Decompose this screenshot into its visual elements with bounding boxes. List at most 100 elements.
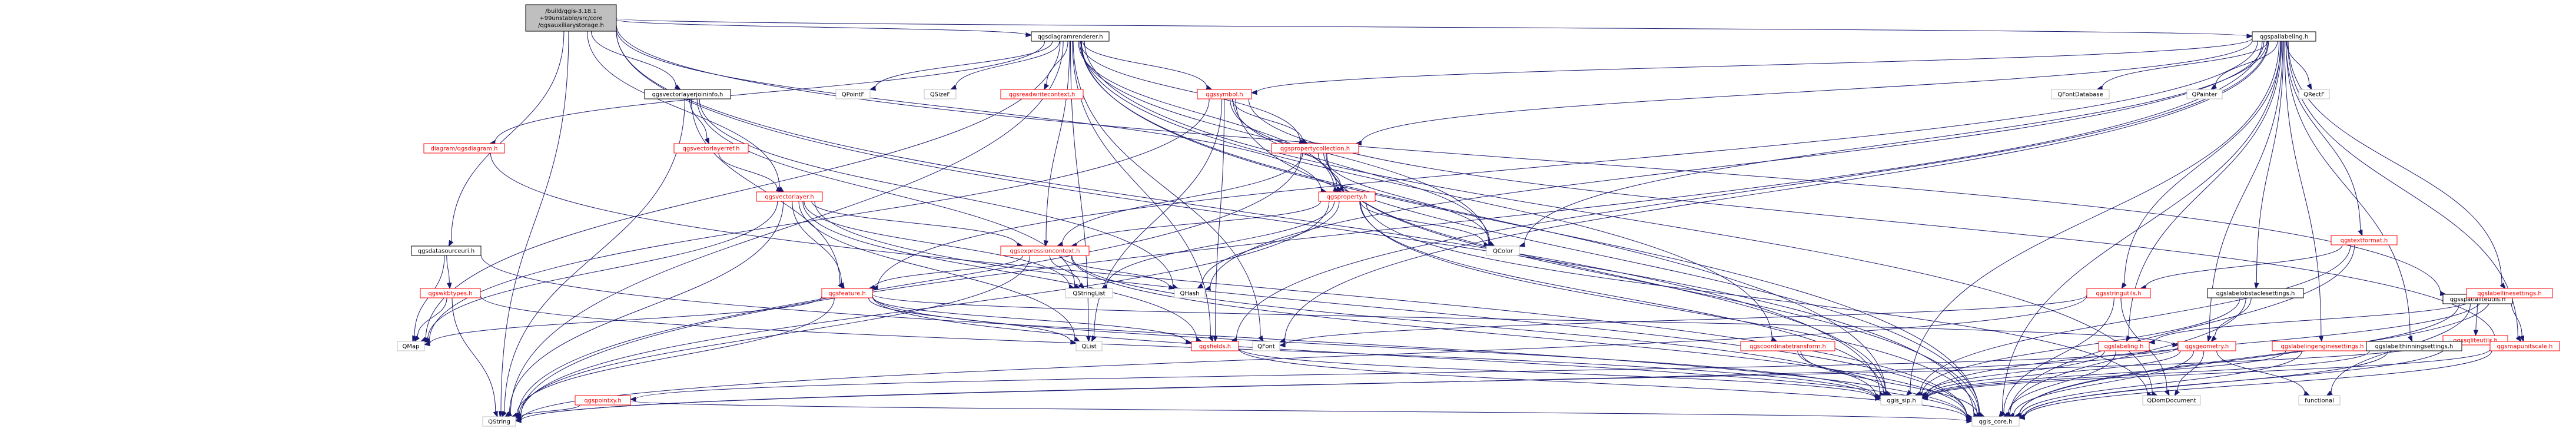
- node-labelthinningsettings[interactable]: qgslabelthinningsettings.h: [2366, 341, 2462, 351]
- edge-vectorlayer-to-qstring: [504, 201, 784, 417]
- edge-root-to-qgis_sip: [616, 31, 1886, 397]
- edge-line: [509, 201, 784, 414]
- edge-line: [2256, 41, 2284, 284]
- node-label: qgstextformat.h: [2341, 238, 2388, 244]
- edge-arrowhead: [1078, 283, 1085, 289]
- edge-arrowhead: [1195, 337, 1203, 342]
- edge-diagramrenderer-to-readwritecontext: [1044, 41, 1068, 91]
- edge-property-to-qcolor: [1360, 201, 1491, 247]
- edge-line: [1046, 41, 1068, 85]
- node-property[interactable]: qgsproperty.h: [1318, 191, 1376, 202]
- edge-pallabeling-to-qstring: [514, 41, 2263, 420]
- node-labelingenginesettings[interactable]: qgslabelingenginesettings.h: [2272, 341, 2373, 351]
- edge-line: [1284, 41, 2269, 341]
- edge-line: [1360, 201, 1485, 245]
- edge-arrowhead: [1966, 419, 1973, 424]
- edge-arrowhead: [1204, 285, 1211, 291]
- node-textformat[interactable]: qgstextformat.h: [2331, 235, 2398, 245]
- node-datasourceuri[interactable]: qgsdatasourceuri.h: [411, 245, 482, 256]
- edge-vectorlayer-to-feature: [792, 201, 845, 290]
- node-symbol[interactable]: qgssymbol.h: [1197, 89, 1252, 99]
- node-box: [2051, 89, 2110, 99]
- node-label: QFont: [1257, 344, 1275, 350]
- node-labellinesettings[interactable]: qgslabellinesettings.h: [2466, 288, 2553, 298]
- node-wkbtypes[interactable]: qgswkbtypes.h: [420, 288, 481, 298]
- edge-pallabeling-to-labelobstaclesettings: [2254, 41, 2284, 290]
- node-label: qgsfeature.h: [828, 291, 866, 297]
- node-vectorlayerref[interactable]: qgsvectorlayerref.h: [673, 143, 749, 154]
- node-qgis_core: qgis_core.h: [1971, 416, 2020, 427]
- node-label: QStringList: [1073, 291, 1105, 297]
- edge-vectorlayerjoininfo-to-qstring: [501, 98, 685, 418]
- node-box: [1174, 288, 1206, 298]
- node-qrectf: QRectF: [2298, 89, 2330, 99]
- node-mapunitscale[interactable]: qgsmapunitscale.h: [2489, 341, 2560, 351]
- node-label: functional: [2305, 398, 2334, 404]
- node-qpainter: QPainter: [2186, 89, 2223, 99]
- edge-line: [1235, 98, 1980, 415]
- edge-line: [2285, 41, 2411, 337]
- node-label: QHash: [1180, 291, 1199, 297]
- edge-arrowhead: [1906, 390, 1913, 396]
- edge-mapunitscale-to-qgis_core: [2018, 350, 2492, 420]
- node-labeling[interactable]: qgslabeling.h: [2098, 341, 2150, 351]
- edge-diagram-to-qgis_core: [490, 152, 1973, 419]
- edge-line: [616, 31, 1881, 394]
- edge-line: [490, 152, 1967, 417]
- node-box: [821, 288, 873, 298]
- edge-line: [2284, 41, 2322, 337]
- node-geometry[interactable]: qgsgeometry.h: [2177, 341, 2236, 351]
- node-fields[interactable]: qgsfields.h: [1191, 341, 1239, 351]
- edge-feature-to-geometry: [872, 294, 2179, 347]
- edge-property-to-expressioncontext: [1070, 201, 1321, 248]
- node-diagramrenderer[interactable]: qgsdiagramrenderer.h: [1031, 31, 1110, 42]
- edge-diagramrenderer-to-qmap: [420, 41, 1061, 342]
- node-vectorlayerjoininfo[interactable]: qgsvectorlayerjoininfo.h: [644, 89, 731, 99]
- node-qpointf: QPointF: [835, 89, 871, 99]
- edge-line: [2288, 41, 2502, 285]
- node-label: qgscoordinatetransform.h: [1750, 344, 1826, 350]
- edge-line: [1238, 348, 1967, 419]
- edge-feature-to-fields: [872, 297, 1193, 345]
- node-coordinatetransform[interactable]: qgscoordinatetransform.h: [1740, 341, 1835, 351]
- node-box: [397, 341, 425, 351]
- edge-line: [699, 98, 1173, 287]
- edge-line: [1921, 297, 2240, 394]
- node-box: [2466, 288, 2553, 298]
- node-label: qgslabellinesettings.h: [2477, 291, 2542, 297]
- edge-propertycollection-to-qcolor: [1323, 152, 1495, 247]
- node-label: qgsdiagramrenderer.h: [1037, 34, 1103, 41]
- node-label: QPointF: [842, 92, 865, 98]
- node-pointxy[interactable]: qgspointxy.h: [575, 395, 631, 406]
- node-feature[interactable]: qgsfeature.h: [821, 288, 873, 298]
- node-propertycollection[interactable]: qgspropertycollection.h: [1271, 143, 1359, 154]
- edge-line: [520, 347, 2179, 421]
- node-box: [575, 395, 631, 406]
- node-pallabeling[interactable]: qgspallabeling.h: [2252, 31, 2316, 42]
- node-box: [1031, 31, 1110, 42]
- node-labelobstaclesettings[interactable]: qgslabelobstaclesettings.h: [2207, 288, 2304, 298]
- node-root[interactable]: /build/qgis-3.18.1+99unstable/src/core/q…: [525, 4, 617, 32]
- node-label: qgslabelingenginesettings.h: [2280, 344, 2363, 350]
- edge-line: [1317, 152, 1342, 188]
- edge-arrowhead: [423, 341, 430, 347]
- edge-diagramrenderer-to-propertycollection: [1080, 41, 1306, 144]
- node-label: qgis_core.h: [1979, 419, 2013, 426]
- node-expressioncontext[interactable]: qgsexpressioncontext.h: [1000, 245, 1090, 256]
- node-label: qgspointxy.h: [584, 398, 621, 404]
- edge-line: [520, 295, 2087, 420]
- edge-line: [718, 152, 778, 190]
- edge-line: [1920, 244, 2351, 394]
- node-readwritecontext[interactable]: qgsreadwritecontext.h: [1000, 89, 1084, 99]
- edge-arrowhead: [2246, 34, 2253, 39]
- node-diagram[interactable]: diagram/qgsdiagram.h: [423, 143, 505, 154]
- edge-line: [1232, 98, 1491, 244]
- edge-arrowhead: [1518, 242, 1526, 247]
- node-vectorlayer[interactable]: qgsvectorlayer.h: [756, 191, 823, 202]
- edge-line: [452, 297, 496, 412]
- edge-labellinesettings-to-labeling: [2148, 297, 2476, 344]
- node-label: qgsvectorlayerjoininfo.h: [652, 92, 723, 98]
- node-stringutils[interactable]: qgsstringutils.h: [2086, 288, 2151, 298]
- node-box: [2298, 89, 2330, 99]
- edge-arrowhead: [504, 411, 512, 417]
